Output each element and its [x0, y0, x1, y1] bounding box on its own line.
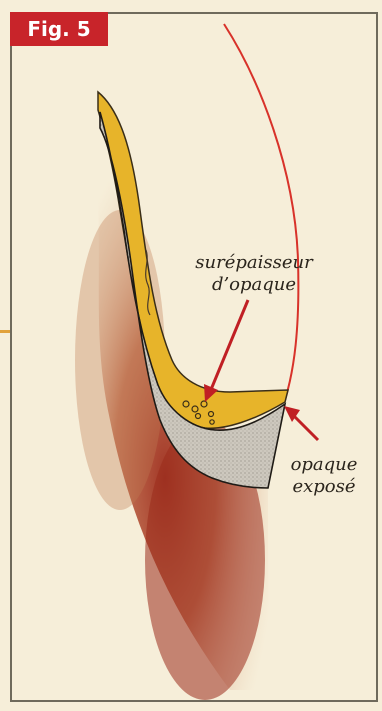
annotation-opaque-expose: opaque exposé	[276, 454, 372, 498]
annotation-opaque-line1: opaque	[276, 454, 372, 476]
annotation-surepaisseur: surépaisseur d’opaque	[190, 252, 318, 296]
figure-label: Fig. 5	[10, 12, 108, 46]
annotation-surepaisseur-line2: d’opaque	[190, 274, 318, 296]
annotation-surepaisseur-line1: surépaisseur	[190, 252, 318, 274]
annotation-opaque-line2: exposé	[276, 476, 372, 498]
figure-frame	[10, 12, 378, 702]
